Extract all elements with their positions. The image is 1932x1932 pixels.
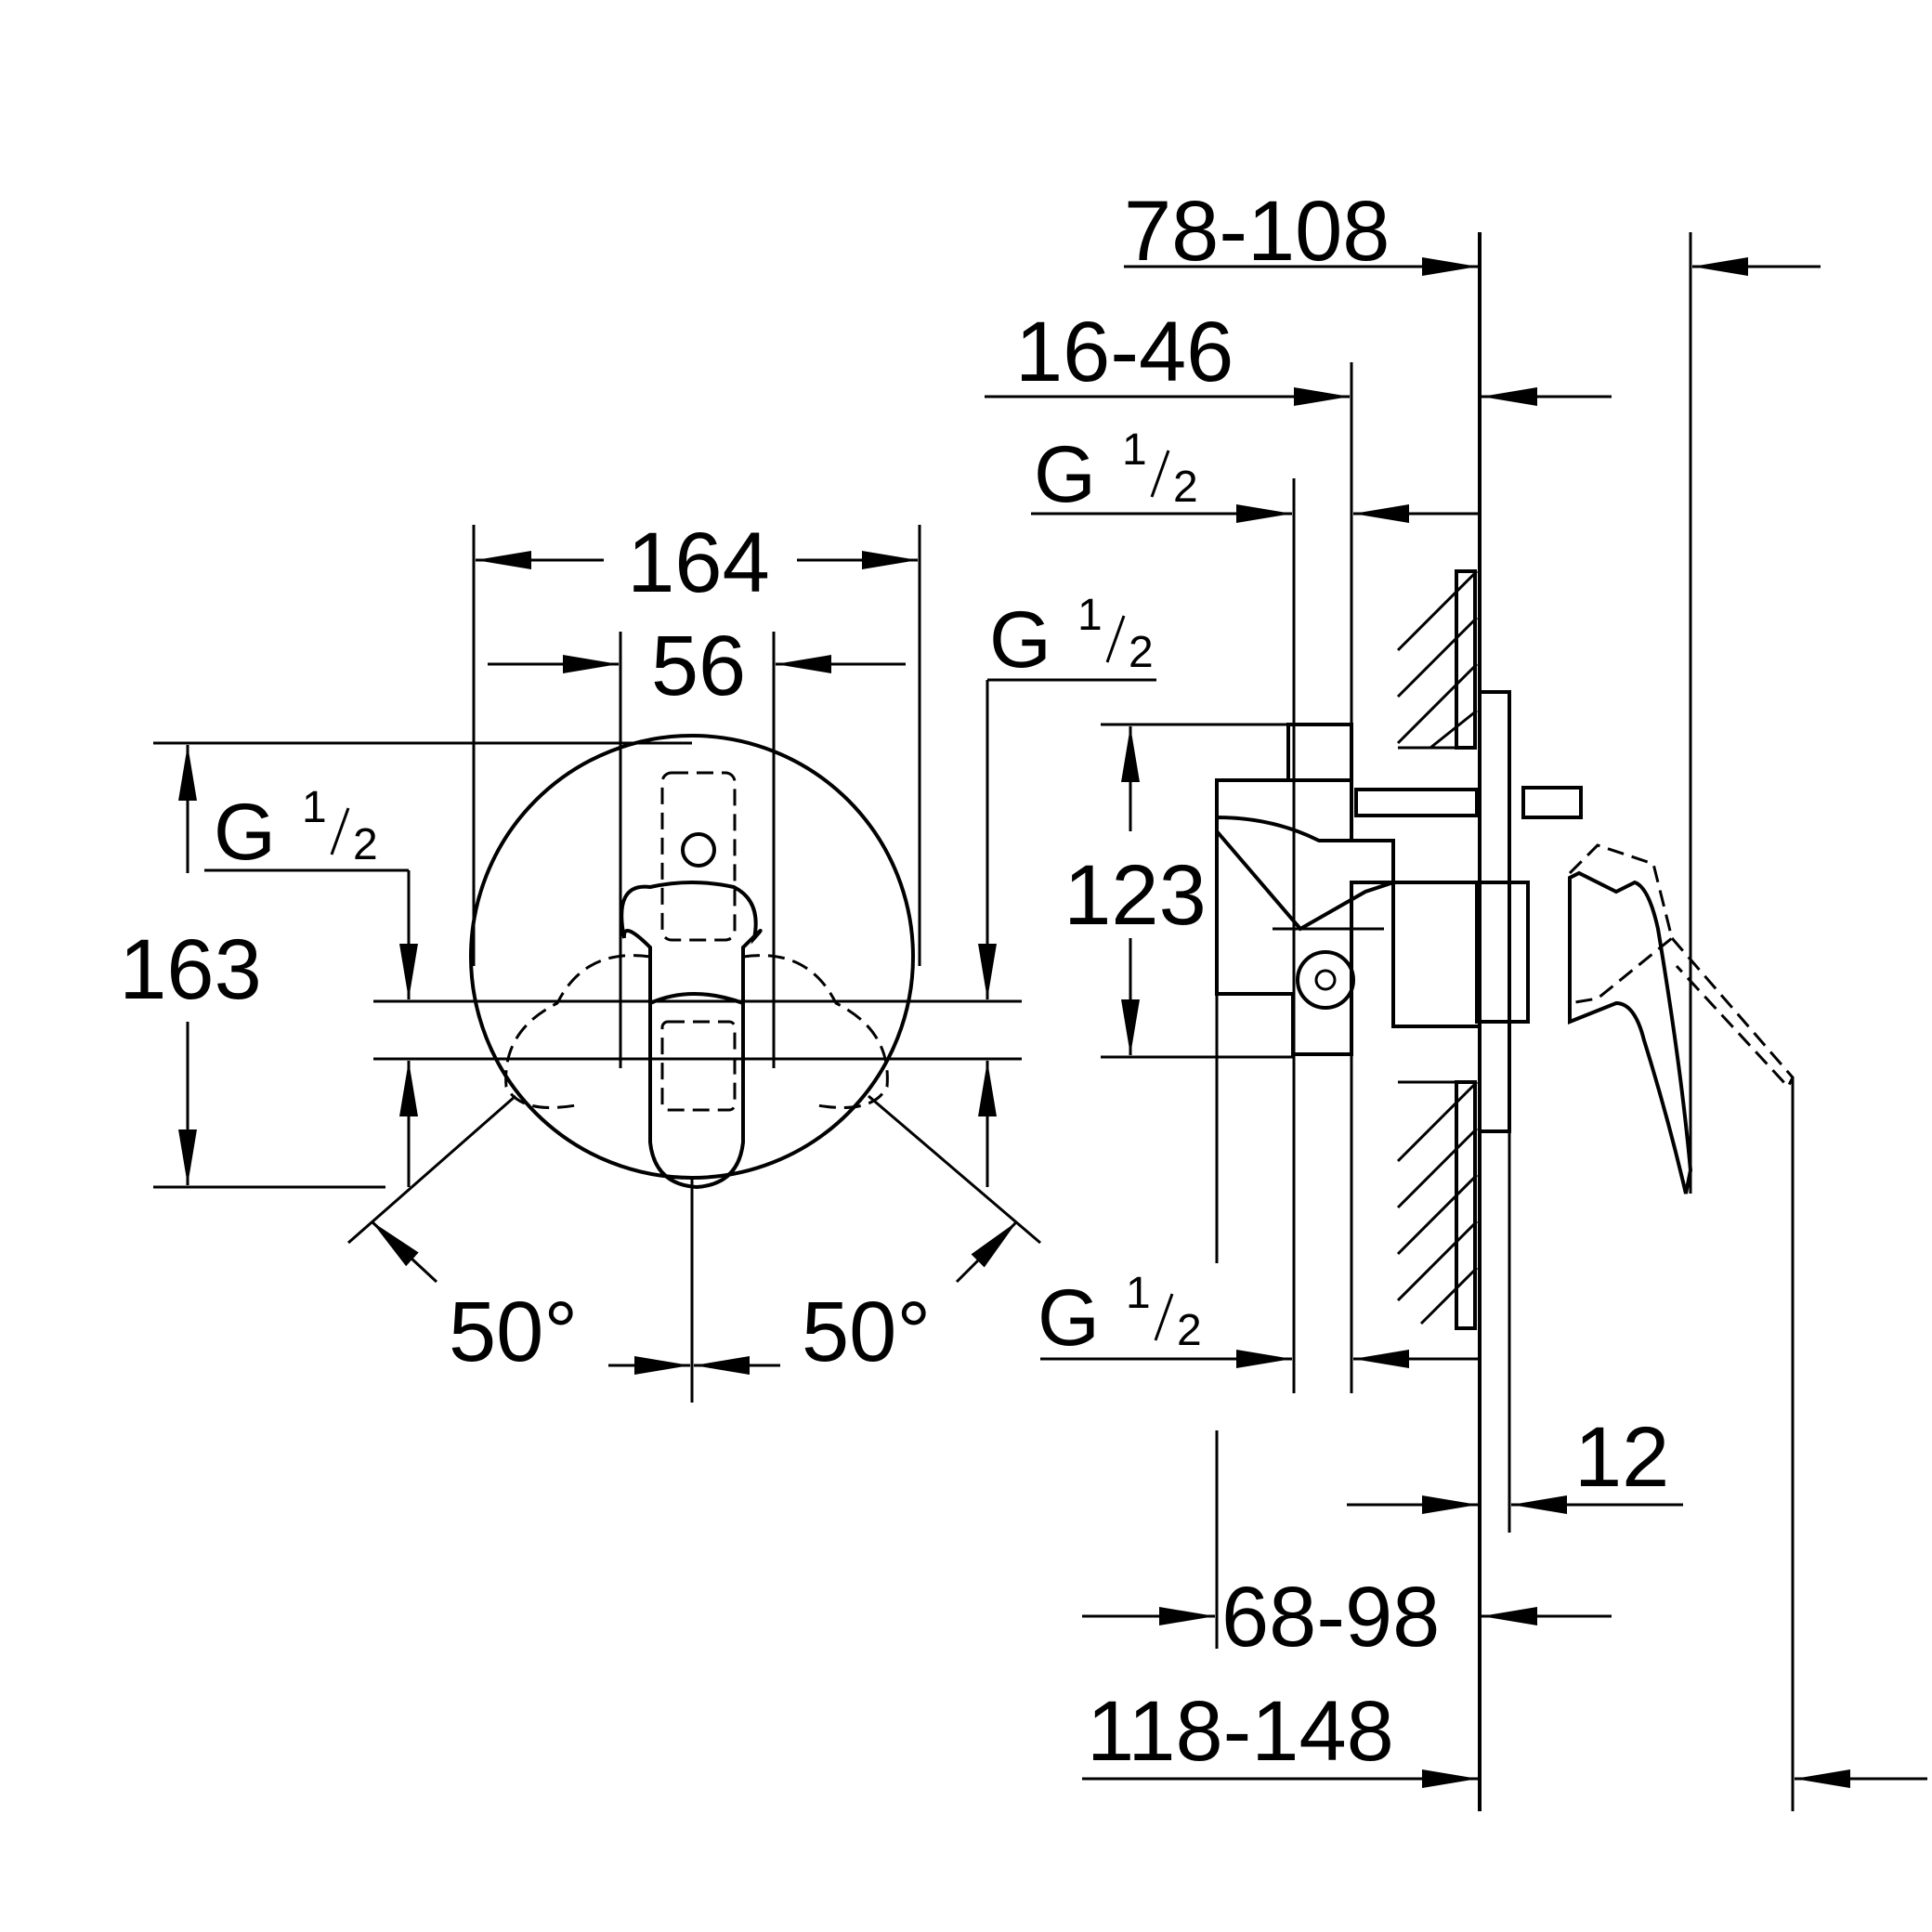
svg-text:1: 1: [302, 783, 327, 832]
dim-68-98-label: 68-98: [1221, 1570, 1440, 1664]
valve-body-top: [1286, 723, 1353, 782]
wall-lower: [1455, 1080, 1477, 1330]
svg-text:1: 1: [1077, 591, 1103, 640]
svg-text:G: G: [1034, 430, 1096, 519]
side-lever: [1568, 870, 1693, 1194]
front-view: 164 56 163 G 1 2 G 1 2: [119, 516, 1156, 1403]
angle-right-label: 50°: [802, 1285, 931, 1379]
svg-text:2: 2: [353, 820, 378, 869]
thread-right-label: G 1 2: [989, 591, 1154, 685]
dim-78-108-label: 78-108: [1124, 184, 1390, 279]
svg-text:G: G: [214, 788, 276, 877]
side-lever-dashed: [1568, 843, 1795, 1090]
valve-port-inner: [1314, 969, 1337, 991]
thread-top-label: G 1 2: [1034, 425, 1198, 519]
dim-118-148-label: 118-148: [1087, 1684, 1394, 1779]
valve-stem: [1391, 881, 1482, 1028]
lever-alt-lower: [660, 1020, 737, 1112]
cover-plate-side: [1478, 690, 1511, 1133]
thread-bottom-label: G 1 2: [1038, 1269, 1202, 1363]
dim-164-label: 164: [627, 516, 770, 610]
thread-left-label: G 1 2: [214, 783, 378, 877]
svg-text:1: 1: [1122, 425, 1147, 475]
angle-right-arrow: [955, 1220, 1019, 1284]
wall-upper: [1455, 569, 1477, 750]
angle-line-left: [347, 1094, 516, 1245]
lever-swing-left: [504, 954, 651, 1109]
dim-16-46-label: 16-46: [1015, 305, 1234, 399]
svg-text:G: G: [1038, 1273, 1100, 1363]
angle-left-arrow: [370, 1220, 438, 1284]
valve-port-circle: [1296, 950, 1355, 1010]
wall-hatching: [1396, 569, 1479, 1325]
dim-163-label: 163: [119, 922, 262, 1017]
lever-handle: [620, 881, 763, 1190]
valve-spindle: [1475, 881, 1530, 1024]
angle-left-label: 50°: [449, 1285, 578, 1379]
diverter-knob: [1354, 788, 1479, 817]
angle-line-right: [868, 1094, 1041, 1245]
svg-text:2: 2: [1173, 463, 1198, 512]
dim-123-label: 123: [1064, 848, 1207, 943]
svg-text:G: G: [989, 595, 1051, 685]
svg-text:2: 2: [1129, 628, 1154, 677]
diverter-tip: [1521, 786, 1583, 819]
lever-swing-right: [742, 954, 889, 1109]
dim-12-label: 12: [1574, 1410, 1669, 1505]
svg-text:2: 2: [1177, 1306, 1202, 1355]
valve-wedge: [1215, 815, 1395, 932]
side-view: 78-108 16-46 G 1 2 123 G 1 2: [985, 184, 1927, 1811]
lever-alt-upper: [660, 771, 737, 942]
valve-body: [1215, 778, 1395, 1056]
spindle-circle: [681, 832, 716, 868]
lever-grip: [649, 992, 744, 1005]
cover-plate: [469, 734, 915, 1180]
dim-56-label: 56: [651, 619, 746, 713]
svg-text:1: 1: [1126, 1269, 1151, 1318]
